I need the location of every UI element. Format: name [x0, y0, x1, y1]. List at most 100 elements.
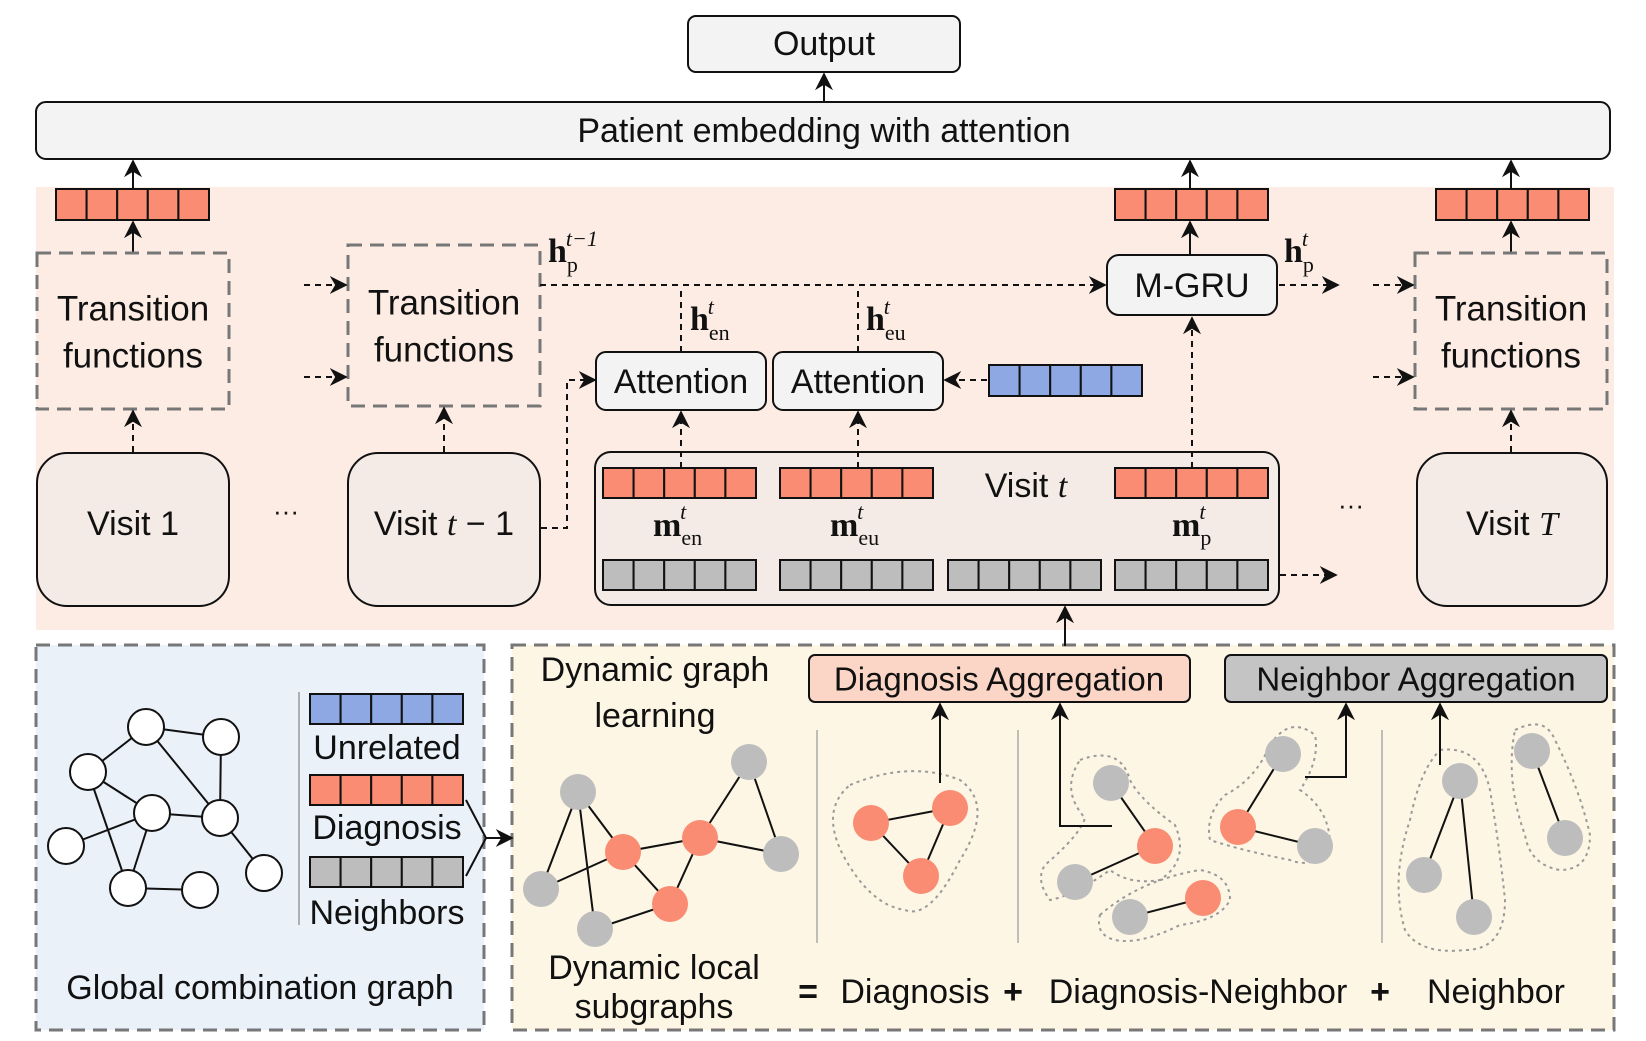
- embedding-vector-visit-t: [1114, 188, 1270, 221]
- diagnosis-node: [682, 820, 718, 856]
- visit-1-label: Visit 1: [87, 505, 179, 543]
- visit-t-label: Visit t: [985, 467, 1069, 505]
- mgru-label: M-GRU: [1134, 267, 1249, 305]
- vector-cell: [663, 467, 696, 499]
- global-node: [202, 718, 240, 756]
- arrow-dn-to-neighbor-agg: [1305, 702, 1355, 778]
- dynamic-subgraph-line2: subgraphs: [575, 988, 734, 1026]
- ellipsis-left: ···: [273, 496, 299, 526]
- output-label: Output: [773, 25, 876, 63]
- vector-cell: [840, 467, 873, 499]
- neighbor-node: [1265, 736, 1301, 772]
- global-node: [127, 708, 165, 746]
- transition-1-line1: Transition: [57, 290, 209, 329]
- vector-cell: [1049, 364, 1082, 397]
- diagnosis-node: [1185, 880, 1221, 916]
- vector-cell: [1144, 467, 1178, 499]
- dynamic-graph: [523, 744, 799, 947]
- transition-1-line2: functions: [63, 337, 203, 376]
- m-en: ment: [653, 499, 702, 550]
- dynamic-subgraph-line1: Dynamic local: [548, 949, 760, 987]
- global-node: [133, 794, 171, 832]
- patient-embedding-label: Patient embedding with attention: [577, 112, 1070, 150]
- diagnosis-node: [605, 834, 641, 870]
- vector-cell: [693, 467, 727, 499]
- h-p-t: hpt: [1284, 226, 1314, 277]
- vector-cell: [339, 856, 373, 888]
- vector-cell: [370, 693, 403, 725]
- vector-cell: [339, 693, 373, 725]
- neighbor-node: [1112, 899, 1148, 935]
- neighbor-node: [731, 744, 767, 780]
- vector-cell: [632, 559, 666, 591]
- vector-cell: [779, 467, 812, 499]
- legend-neighbors-vector: [309, 856, 464, 888]
- neighbor-node: [1406, 857, 1442, 893]
- neighbor-node: [1093, 765, 1129, 801]
- attention-en-label: Attention: [614, 363, 748, 401]
- vector-cell: [1496, 188, 1529, 221]
- vector-cell: [809, 467, 843, 499]
- neighbor-vector-2: [779, 559, 935, 591]
- neighbor-vector-3: [947, 559, 1103, 591]
- vector-cell: [309, 856, 342, 888]
- vector-cell: [1236, 188, 1270, 221]
- vector-cell: [977, 559, 1011, 591]
- global-node: [109, 869, 147, 907]
- visit-1-box: [36, 452, 230, 607]
- visit-t-minus-1-box: [347, 452, 541, 607]
- global-node: [181, 871, 219, 909]
- diagnosis-node: [853, 805, 889, 841]
- vector-cell: [1110, 364, 1144, 397]
- dynamic-learning-line1: Dynamic graph: [541, 651, 770, 689]
- neighbor-subgraph-outline-1: [1397, 748, 1507, 952]
- diagnosis-node: [1220, 809, 1256, 845]
- neighbor-node: [577, 911, 613, 947]
- global-node: [47, 827, 85, 865]
- vector-cell: [146, 188, 180, 221]
- neighbor-node: [523, 871, 559, 907]
- global-graph-title: Global combination graph: [66, 969, 453, 1007]
- h-eu: heut: [866, 294, 906, 345]
- vector-cell: [1079, 364, 1113, 397]
- global-node: [245, 854, 283, 892]
- transition-t1-line1: Transition: [368, 284, 520, 323]
- neighbor-node: [1514, 733, 1550, 769]
- legend-neighbors-label: Neighbors: [310, 894, 465, 932]
- legend-diagnosis-vector: [309, 774, 464, 806]
- global-node: [201, 799, 239, 837]
- vector-cell: [400, 693, 434, 725]
- vector-cell: [1069, 559, 1103, 591]
- embedding-vector-visit-1: [55, 188, 210, 221]
- diagnosis-aggregation-label: Diagnosis Aggregation: [834, 661, 1164, 698]
- vector-cell: [1236, 559, 1270, 591]
- diagnosis-node: [903, 858, 939, 894]
- legend-diagnosis-label: Diagnosis: [312, 809, 461, 847]
- vector-cell: [309, 693, 342, 725]
- vector-cell: [988, 364, 1021, 397]
- vector-cell: [1205, 559, 1239, 591]
- vector-cell: [370, 774, 403, 806]
- vector-cell: [1114, 188, 1147, 221]
- attention-eu-label: Attention: [791, 363, 925, 401]
- vector-cell: [370, 856, 403, 888]
- m-eu-diagnosis-vector: [779, 467, 935, 499]
- neighbor-vector-4: [1114, 559, 1270, 591]
- vector-cell: [400, 774, 434, 806]
- vector-cell: [724, 559, 758, 591]
- vector-cell: [840, 559, 873, 591]
- vector-cell: [663, 559, 696, 591]
- vector-cell: [602, 467, 635, 499]
- vector-cell: [1557, 188, 1591, 221]
- vector-cell: [339, 774, 373, 806]
- m-eu: meut: [830, 499, 879, 550]
- neighbor-subgraph-outline-2: [1510, 723, 1592, 872]
- vector-cell: [1018, 364, 1052, 397]
- legend-unrelated-label: Unrelated: [313, 729, 460, 767]
- vector-cell: [116, 188, 149, 221]
- equation-equals: =: [798, 973, 818, 1011]
- vector-cell: [1435, 188, 1468, 221]
- vector-cell: [1526, 188, 1560, 221]
- vector-cell: [431, 856, 464, 888]
